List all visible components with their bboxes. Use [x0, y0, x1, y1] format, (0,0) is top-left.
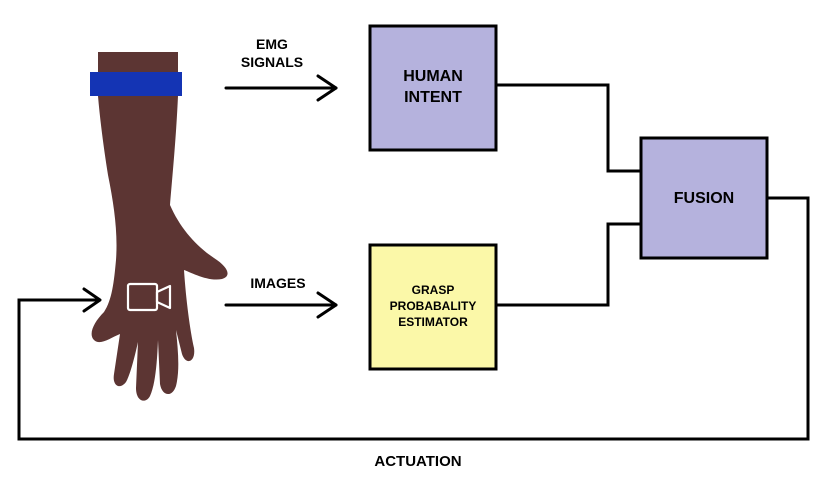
emg-label-line1: EMG [256, 36, 288, 52]
actuation-arrowhead [82, 287, 102, 313]
images-arrow [224, 291, 338, 319]
arm-silhouette [91, 52, 228, 401]
fusion-box: FUSION [639, 136, 769, 260]
actuation-loop [17, 196, 810, 441]
emg-armband-icon [90, 72, 182, 96]
emg-arrow [224, 74, 338, 102]
arm-hand-icon [91, 52, 228, 401]
actuation-label: ACTUATION [374, 453, 461, 470]
images-label: IMAGES [250, 275, 305, 291]
grasp-line3: ESTIMATOR [398, 315, 468, 329]
fusion-label: FUSION [674, 190, 734, 207]
emg-label-line2: SIGNALS [241, 54, 303, 70]
human-intent-line2: INTENT [404, 89, 462, 106]
human-intent-box: HUMAN INTENT [368, 24, 498, 152]
grasp-estimator-box: GRASP PROBABALITY ESTIMATOR [368, 243, 498, 371]
human-intent-line1: HUMAN [403, 68, 463, 85]
camera-icon [126, 282, 172, 312]
grasp-line1: GRASP [412, 283, 455, 297]
intent-to-fusion-connector [496, 83, 641, 173]
grasp-line2: PROBABALITY [390, 299, 477, 313]
grasp-to-fusion-connector [496, 222, 641, 307]
